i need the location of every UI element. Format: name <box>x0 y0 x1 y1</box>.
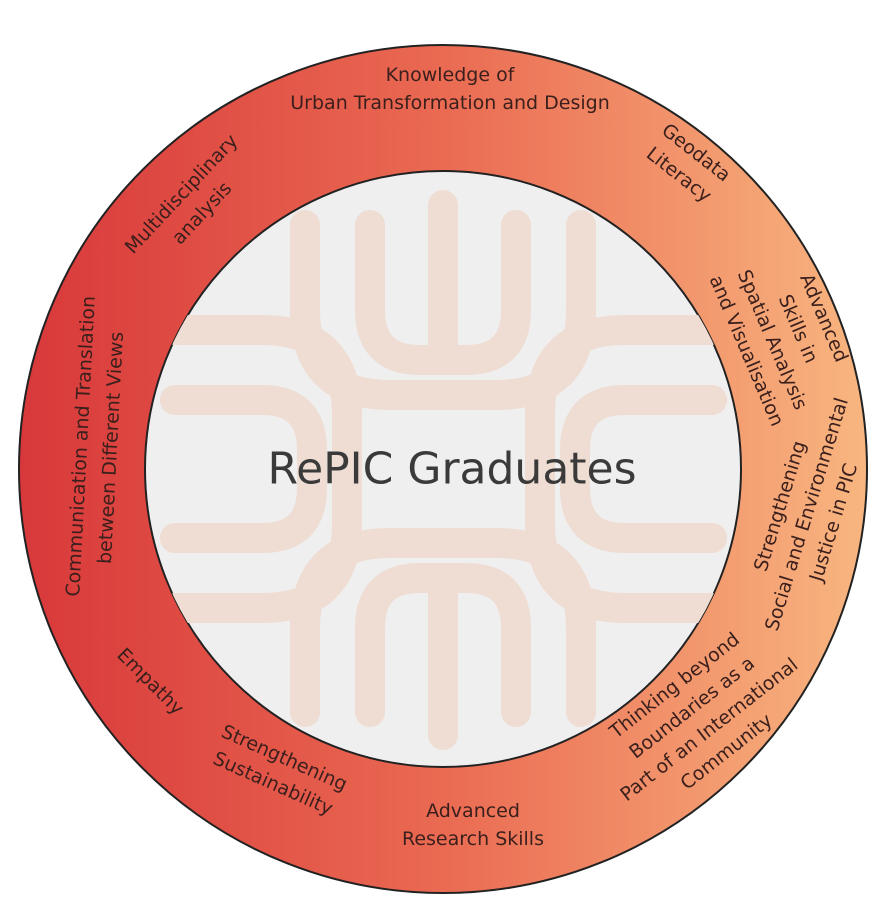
ring-item-line: Advanced <box>426 800 520 822</box>
ring-item-line: Research Skills <box>402 828 544 850</box>
ring-item-text: Knowledge of Urban Transformation and Des… <box>290 64 609 114</box>
ring-item-line: Knowledge of <box>386 64 516 86</box>
center-title: RePIC Graduates <box>267 444 636 495</box>
ring-item-urban-transformation: Knowledge of Urban Transformation and Des… <box>290 64 609 114</box>
ring-item-line: Urban Transformation and Design <box>290 92 609 114</box>
repic-logo-watermark-icon <box>160 190 727 750</box>
